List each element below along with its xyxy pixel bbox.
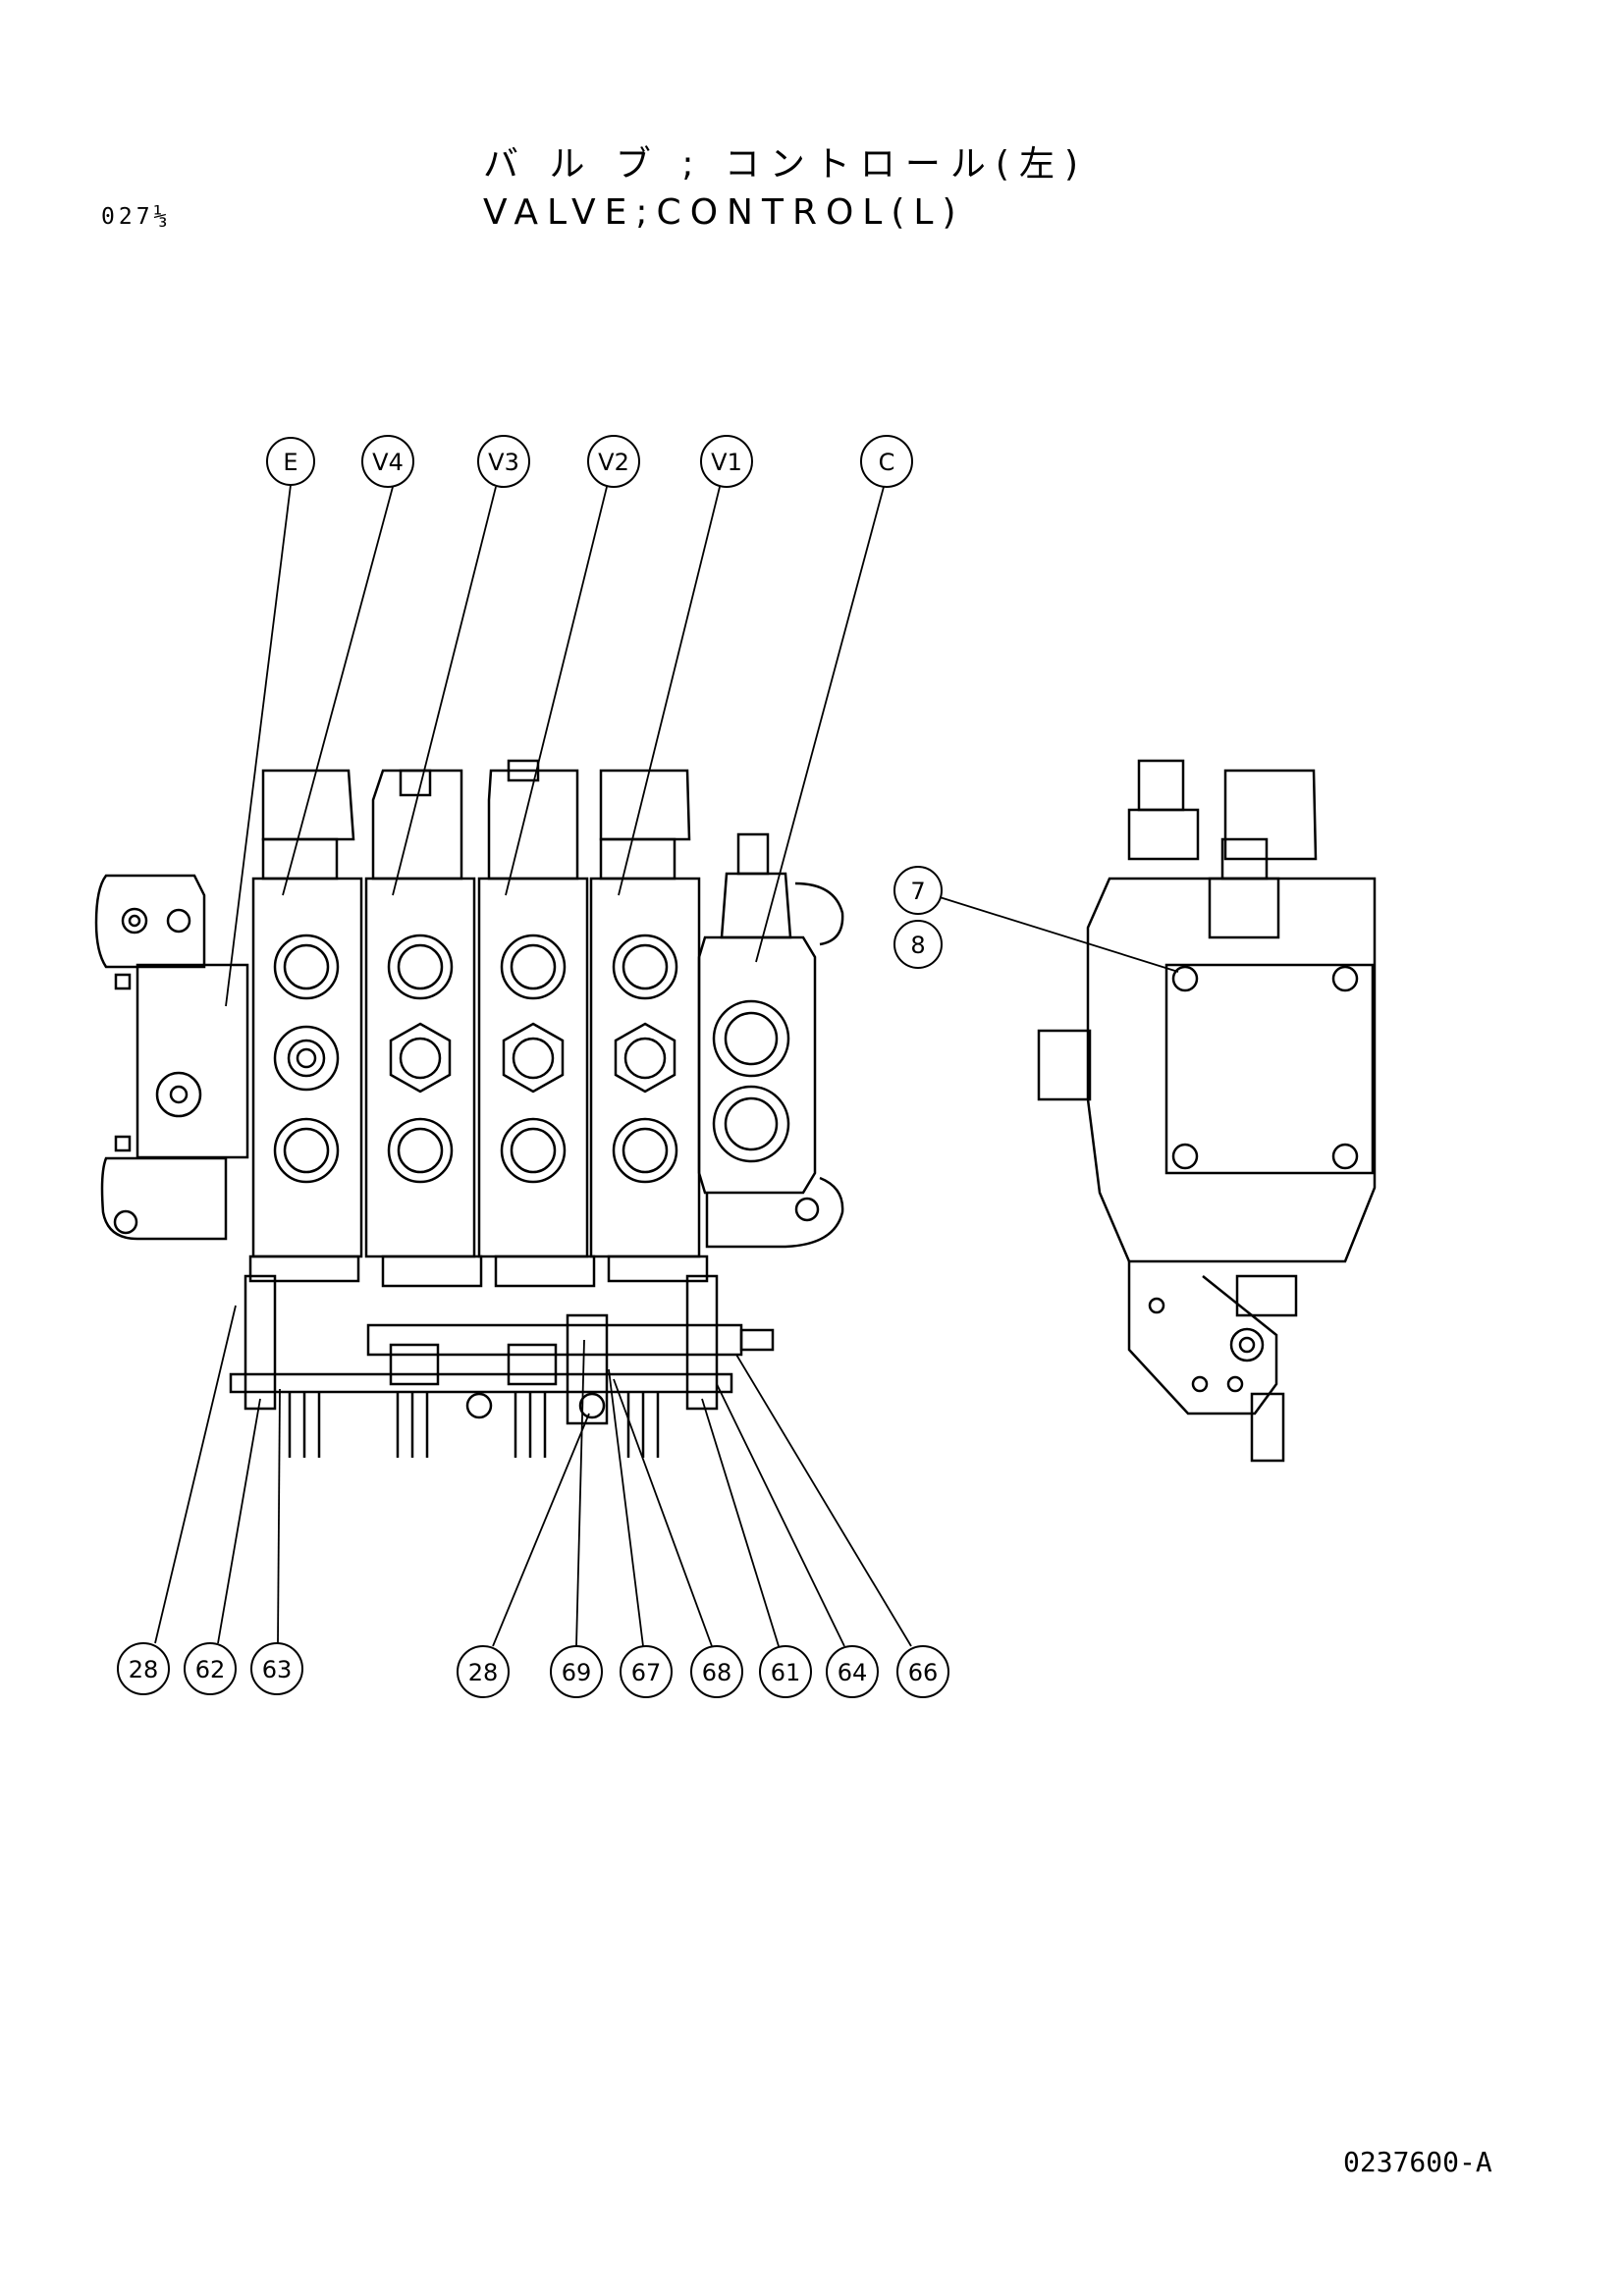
callout-61 — [759, 1645, 812, 1698]
callout-c — [860, 435, 913, 488]
front-view — [94, 759, 844, 1458]
leader-lines — [154, 484, 1179, 1647]
callout-label-v4: V4 — [372, 449, 404, 476]
callout-label-8: 8 — [910, 932, 925, 959]
callout-label-e: E — [283, 449, 298, 476]
callout-28-right — [457, 1645, 510, 1698]
callout-62 — [184, 1642, 237, 1695]
callout-68 — [690, 1645, 743, 1698]
callout-label-63: 63 — [262, 1656, 293, 1683]
callout-v1 — [700, 435, 753, 488]
callout-64 — [826, 1645, 879, 1698]
callout-67 — [620, 1645, 673, 1698]
callout-label-61: 61 — [771, 1659, 801, 1686]
callout-label-64: 64 — [838, 1659, 868, 1686]
callout-label-7: 7 — [910, 878, 925, 905]
callout-label-69: 69 — [562, 1659, 592, 1686]
callout-label-v3: V3 — [488, 449, 519, 476]
callout-label-28-left: 28 — [129, 1656, 159, 1683]
callout-label-28-right: 28 — [468, 1659, 499, 1686]
drawing-number: 0237600-A — [1343, 2146, 1492, 2178]
callout-label-v2: V2 — [598, 449, 629, 476]
linkage — [229, 1255, 775, 1458]
callouts — [117, 435, 1179, 1698]
callout-8 — [893, 920, 943, 969]
callout-label-c: C — [879, 449, 895, 476]
title-english: VALVE;CONTROL(L) — [483, 192, 965, 233]
side-view — [1037, 759, 1377, 1463]
callout-66 — [896, 1645, 949, 1698]
callout-28-left — [117, 1642, 170, 1695]
page-number: 027⅓ — [101, 204, 172, 230]
callout-label-68: 68 — [702, 1659, 732, 1686]
ports — [273, 934, 678, 1184]
callout-label-v1: V1 — [711, 449, 742, 476]
callout-v2 — [587, 435, 640, 488]
callout-63 — [250, 1642, 303, 1695]
callout-v3 — [477, 435, 530, 488]
callout-label-66: 66 — [908, 1659, 939, 1686]
callout-7 — [893, 866, 943, 915]
title-japanese: バ ル ブ ; コントロール(左) — [483, 144, 1088, 185]
callout-label-62: 62 — [195, 1656, 226, 1683]
callout-label-67: 67 — [631, 1659, 662, 1686]
callout-v4 — [361, 435, 414, 488]
